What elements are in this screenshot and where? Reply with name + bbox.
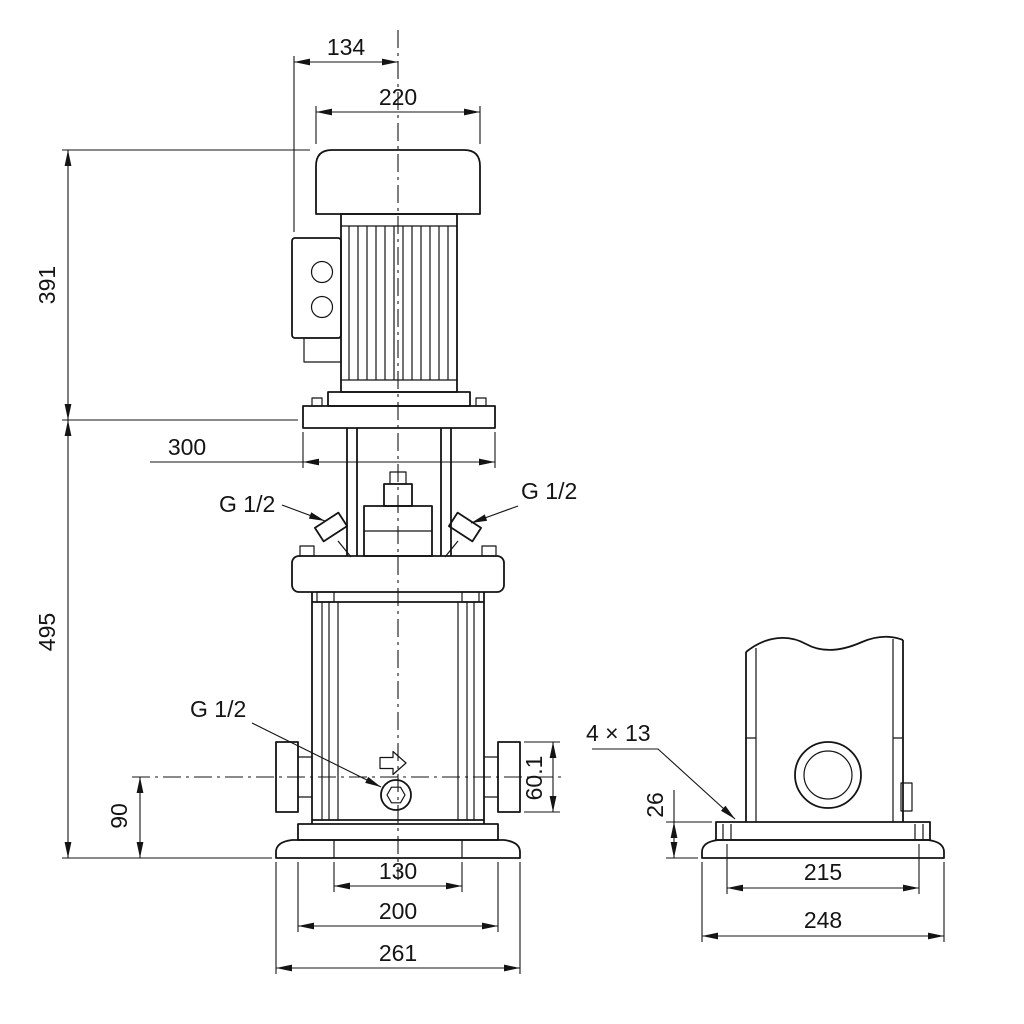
dimension-220: 220 — [315, 84, 481, 144]
stool-legs — [346, 428, 452, 556]
label-vent-right: G 1/2 — [470, 478, 577, 524]
ext-lines-200 — [297, 862, 499, 932]
dim-text-300: 300 — [168, 434, 206, 460]
label-text-bolt-holes: 4 × 13 — [586, 720, 651, 746]
vent-plug-right — [448, 511, 482, 543]
dim-text-261: 261 — [379, 940, 417, 966]
pump-body — [275, 545, 521, 824]
dim-text-495: 495 — [34, 613, 60, 651]
plug-stems — [337, 540, 459, 558]
port-necks — [298, 756, 498, 798]
ext-lines-26 — [666, 790, 712, 859]
dimension-215: 215 — [726, 844, 920, 894]
discharge-port-flange — [497, 741, 521, 813]
side-body-edges — [745, 640, 904, 822]
motor-body-bands — [341, 225, 457, 381]
base-plate-side — [715, 821, 931, 841]
dim-text-248: 248 — [804, 907, 842, 933]
ext-lines-391 — [62, 149, 310, 421]
cable-entry-hole-2 — [310, 295, 334, 319]
motor-stool-plate — [302, 405, 496, 429]
staybolt-nuts — [316, 591, 480, 603]
vent-plug-left-body — [314, 511, 348, 543]
nameplate-tab — [900, 782, 913, 812]
base-bolt-slots-side — [722, 824, 924, 840]
drain-plug-boss — [380, 779, 412, 811]
side-view — [701, 635, 945, 859]
label-bolt-holes: 4 × 13 — [586, 720, 736, 820]
label-text-vent-left: G 1/2 — [219, 491, 275, 517]
base-skirt-side — [701, 839, 945, 859]
side-body-inner-edges — [755, 639, 894, 822]
side-port-inner — [803, 750, 853, 800]
label-text-drain: G 1/2 — [190, 696, 246, 722]
dim-text-215: 215 — [804, 859, 842, 885]
dimension-90: 90 — [106, 777, 144, 858]
head-bolts — [299, 545, 497, 557]
label-text-vent-right: G 1/2 — [521, 478, 577, 504]
dimension-200: 200 — [297, 862, 499, 932]
dimension-60-1: 60.1 — [521, 741, 560, 813]
dim-text-134: 134 — [327, 34, 366, 60]
terminal-box — [291, 237, 342, 339]
dimension-130: 130 — [333, 858, 463, 892]
inner-sleeve — [337, 602, 459, 820]
sleeve-outline — [311, 592, 485, 824]
dimension-261: 261 — [275, 862, 521, 974]
dim-text-60-1: 60.1 — [521, 756, 547, 801]
leader-vent-left — [281, 504, 326, 522]
pump-head-flange — [291, 555, 505, 593]
dimension-26: 26 — [642, 790, 712, 859]
base-skirt-front — [275, 839, 521, 859]
cable-entry-hole-1 — [310, 260, 334, 284]
vent-plug-right-body — [448, 511, 482, 543]
staybolts — [321, 602, 475, 820]
leader-bolt-holes — [592, 748, 736, 820]
dim-text-220: 220 — [379, 84, 417, 110]
flow-direction-arrow — [379, 750, 407, 776]
dimension-134: 134 — [293, 34, 398, 232]
dim-text-391: 391 — [34, 266, 60, 304]
label-drain: G 1/2 — [190, 696, 382, 788]
motor — [291, 149, 496, 429]
leader-drain — [251, 722, 382, 788]
motor-cooling-fins — [348, 226, 449, 380]
leader-vent-right — [470, 505, 519, 524]
front-view — [275, 149, 521, 859]
terminal-box-step — [303, 337, 342, 363]
motor-fan-cover — [315, 149, 481, 215]
break-line — [745, 635, 904, 653]
dim-text-130: 130 — [379, 858, 417, 884]
stool-plate-bolts — [311, 397, 487, 407]
ext-lines-248 — [701, 862, 945, 942]
dimension-495: 495 — [34, 420, 272, 859]
dim-text-90: 90 — [106, 803, 132, 829]
base-bolt-lines-front — [333, 840, 463, 858]
dimension-391: 391 — [34, 149, 310, 421]
centerlines — [132, 30, 565, 880]
ext-lines-261 — [275, 862, 521, 974]
side-port-outer — [794, 741, 862, 809]
suction-port-flange — [275, 741, 299, 813]
drain-plug-hex — [386, 786, 406, 804]
dim-text-26: 26 — [642, 792, 668, 818]
dimension-300: 300 — [150, 432, 496, 468]
vent-plug-left — [314, 511, 348, 543]
dim-text-200: 200 — [379, 898, 417, 924]
base-front — [275, 823, 521, 859]
label-vent-left: G 1/2 — [219, 491, 326, 522]
dimension-248: 248 — [701, 862, 945, 942]
motor-flange — [327, 391, 471, 407]
